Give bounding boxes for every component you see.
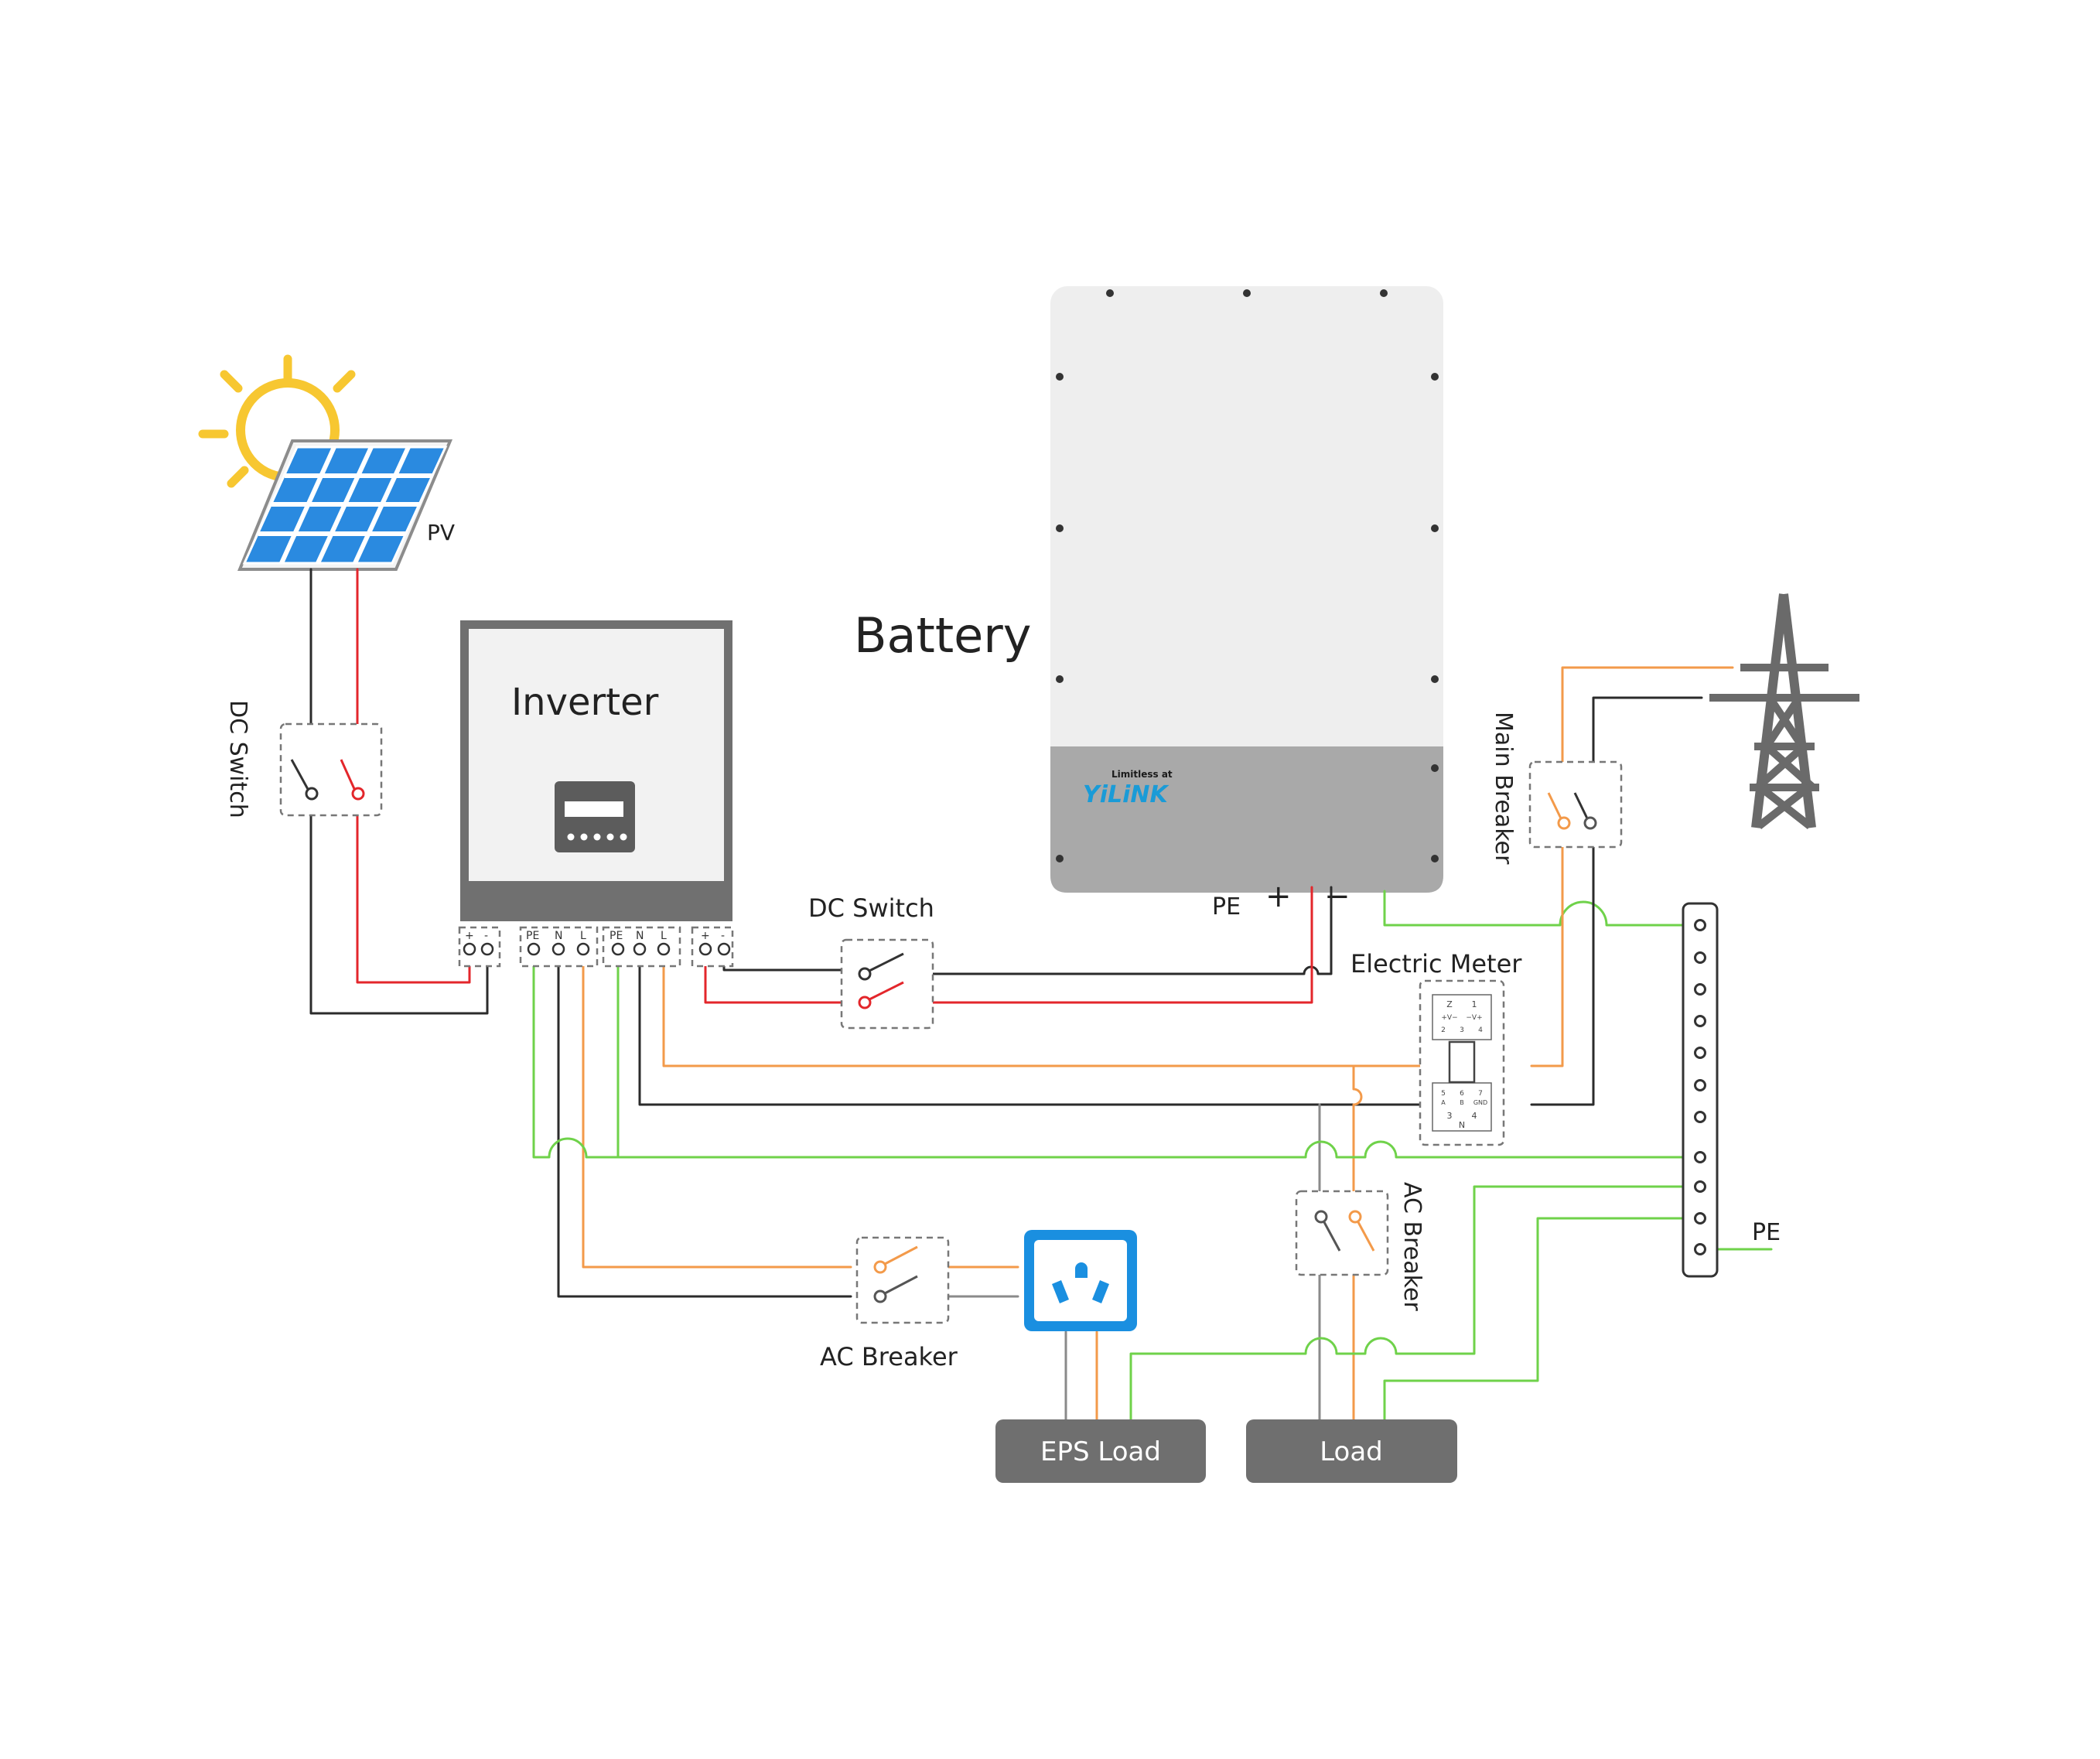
inverter-unit: [460, 620, 732, 921]
pe-bus-label: PE: [1752, 1219, 1781, 1246]
meter-gnd: GND: [1473, 1099, 1487, 1106]
meter-7: 7: [1478, 1090, 1483, 1098]
meter-v2: −V+: [1466, 1014, 1482, 1022]
term-ac1-n: N: [555, 930, 562, 942]
eps-load-box: EPS Load: [995, 1419, 1206, 1483]
transmission-tower-icon: [1709, 593, 1859, 829]
meter-z: Z: [1446, 999, 1453, 1009]
meter-v1: +V−: [1441, 1014, 1457, 1022]
meter-3: 3: [1460, 1026, 1464, 1034]
electric-meter-label: Electric Meter: [1350, 949, 1522, 979]
pv-label: PV: [427, 520, 455, 545]
eps-ac-breaker: [855, 1236, 950, 1324]
electric-meter: Z 1 +V− −V+ 2 3 4 5 6 7 A B GND 3 4 N: [1419, 979, 1505, 1146]
brand-tagline: Limitless at: [1111, 769, 1173, 780]
term-pv-minus: -: [484, 930, 488, 942]
meter-3b: 3: [1447, 1111, 1453, 1121]
battery-plus-label: +: [1265, 879, 1292, 914]
main-breaker: [1528, 760, 1623, 849]
battery-dc-switch: [840, 938, 934, 1030]
eps-load-label: EPS Load: [1040, 1436, 1161, 1467]
brand-logo: Limitless at YiLiNK: [1083, 769, 1173, 808]
term-batt-minus: -: [721, 930, 725, 942]
brand-name: YiLiNK: [1083, 781, 1170, 808]
term-ac1-pe: PE: [526, 930, 539, 942]
term-pv-plus: +: [465, 930, 474, 942]
term-ac2-n: N: [636, 930, 644, 942]
term-ac2-l: L: [661, 930, 667, 942]
load-ac-breaker-label: AC Breaker: [1398, 1182, 1426, 1311]
inverter-terminals: + - PE N L PE N L + -: [458, 926, 734, 968]
meter-4: 4: [1478, 1026, 1483, 1034]
load-ac-breaker: [1295, 1190, 1389, 1276]
battery-unit: Limitless at YiLiNK: [1050, 286, 1443, 893]
main-breaker-label: Main Breaker: [1490, 712, 1517, 865]
term-batt-plus: +: [701, 930, 710, 942]
pe-bus-bar: [1682, 902, 1719, 1278]
inverter-label: Inverter: [511, 681, 659, 724]
meter-6: 6: [1460, 1090, 1464, 1098]
meter-n: N: [1459, 1120, 1465, 1130]
eps-outlet-icon: [1024, 1230, 1137, 1331]
meter-1: 1: [1472, 999, 1477, 1009]
battery-minus-label: −: [1324, 879, 1350, 914]
meter-a: A: [1441, 1099, 1446, 1106]
pv-dc-switch: [279, 722, 383, 817]
battery-label: Battery: [854, 607, 1031, 664]
pv-dc-switch-label: DC Switch: [224, 700, 251, 818]
meter-b: B: [1460, 1099, 1464, 1106]
battery-dc-switch-label: DC Switch: [808, 893, 934, 923]
meter-2: 2: [1441, 1026, 1446, 1034]
load-label: Load: [1320, 1436, 1383, 1467]
meter-4b: 4: [1472, 1111, 1477, 1121]
pv-panel-icon: [237, 439, 453, 571]
load-box: Load: [1246, 1419, 1457, 1483]
eps-ac-breaker-label: AC Breaker: [820, 1342, 958, 1371]
meter-5: 5: [1441, 1090, 1446, 1098]
battery-pe-label: PE: [1212, 893, 1241, 920]
term-ac1-l: L: [580, 930, 586, 942]
term-ac2-pe: PE: [610, 930, 623, 942]
wiring: [309, 568, 1773, 1421]
